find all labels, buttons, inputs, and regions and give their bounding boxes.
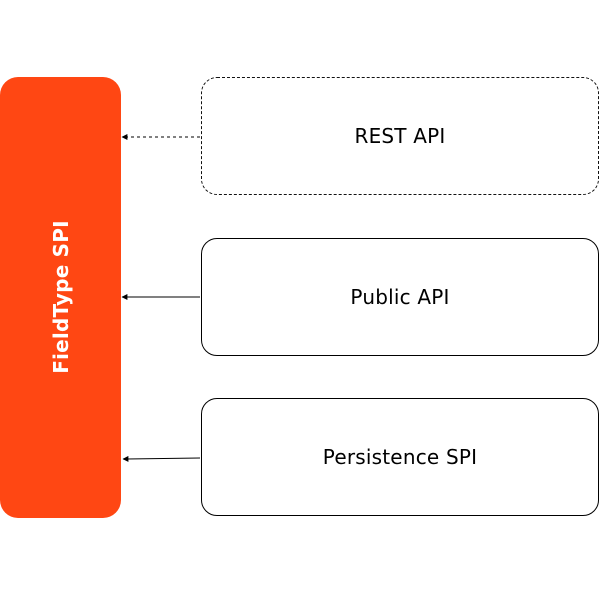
rest-api-label: REST API — [354, 124, 446, 148]
persistence-spi-arrow — [122, 455, 201, 462]
public-api-label: Public API — [350, 285, 450, 309]
fieldtype-spi-label: FieldType SPI — [48, 220, 73, 374]
persistence-spi-label: Persistence SPI — [322, 445, 478, 469]
rest-api-box: REST API — [201, 77, 599, 195]
fieldtype-spi-block — [0, 77, 121, 518]
public-api-box: Public API — [201, 238, 599, 356]
persistence-spi-box: Persistence SPI — [201, 398, 599, 516]
